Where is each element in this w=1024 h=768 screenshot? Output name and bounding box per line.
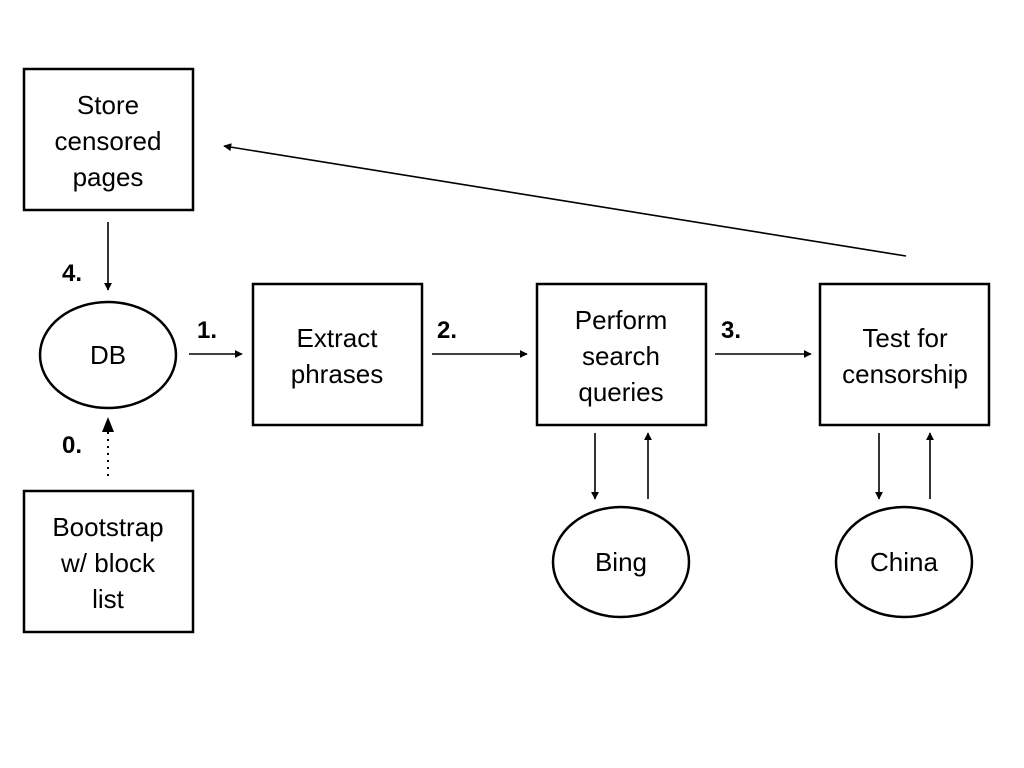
node-label-line: w/ block [60,548,156,578]
node-label-line: Bing [595,547,647,577]
step-label-2: 2. [437,317,457,344]
edge-bootstrap-to-db-arrowhead [102,417,114,432]
node-label-line: pages [73,162,144,192]
node-label-line: Extract [297,323,379,353]
node-label-line: Perform [575,305,667,335]
store-censored-pages-node: Store censored pages [22,67,195,212]
extract-phrases-node: Extract phrases [251,282,424,427]
step-label-3: 3. [721,317,741,344]
node-label-line: censorship [842,359,968,389]
db-node: DB [38,300,178,410]
node-label-line: phrases [291,359,384,389]
node-label-line: Store [77,90,139,120]
test-for-censorship-node: Test for censorship [818,282,991,427]
step-label-1: 1. [197,317,217,344]
node-label-line: China [870,547,938,577]
node-label-line: Test for [862,323,948,353]
china-node: China [834,505,974,619]
bing-node: Bing [551,505,691,619]
step-label-4: 4. [62,260,82,287]
node-label-line: Bootstrap [52,512,163,542]
node-label-line: censored [55,126,162,156]
bootstrap-node: Bootstrap w/ block list [22,489,195,634]
node-label-line: list [92,584,125,614]
perform-search-queries-node: Perform search queries [535,282,708,427]
step-label-0: 0. [62,432,82,459]
node-label-line: DB [90,340,126,370]
node-label-line: search [582,341,660,371]
node-label-line: queries [578,377,663,407]
edge-test-to-store [223,143,907,257]
